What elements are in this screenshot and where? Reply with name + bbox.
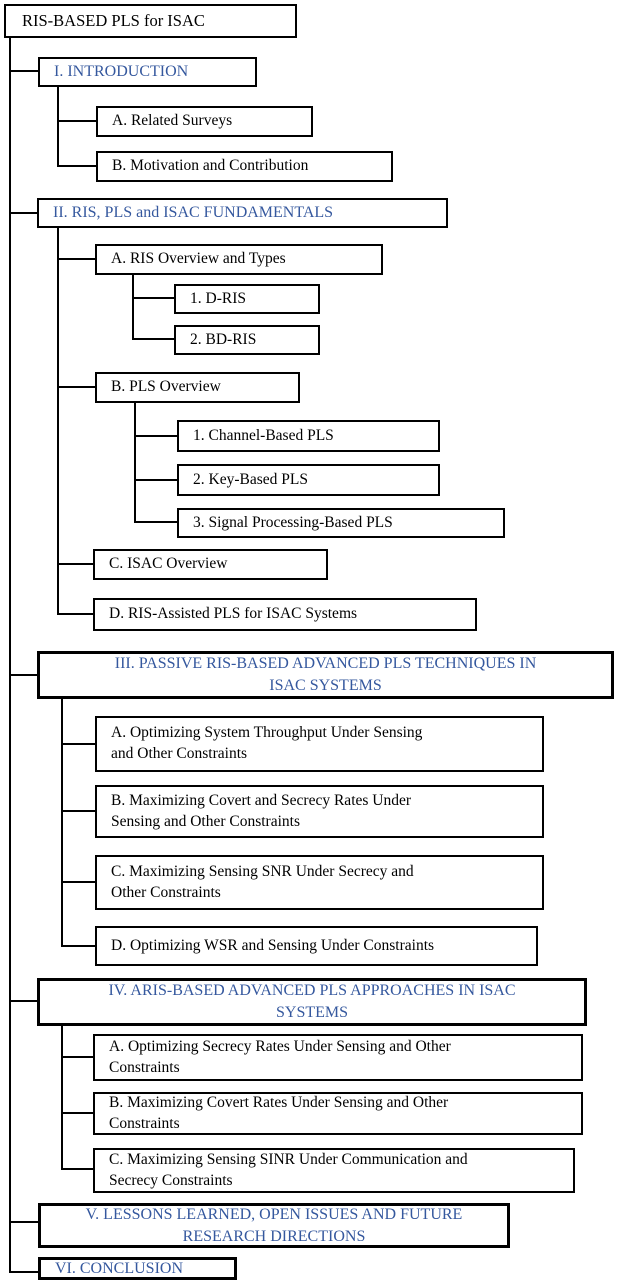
connector-line — [61, 743, 95, 745]
node-ii-fundamentals: II. RIS, PLS and ISAC FUNDAMENTALS — [37, 198, 448, 228]
connector-line — [61, 1112, 93, 1114]
node-label-line: Sensing and Other Constraints — [111, 812, 300, 830]
node-iv-a-secrecy-rates: A. Optimizing Secrecy Rates Under Sensin… — [93, 1034, 583, 1081]
node-i-a-related-surveys: A. Related Surveys — [96, 106, 313, 137]
node-ii-c-isac-overview: C. ISAC Overview — [93, 549, 328, 580]
node-iv-c-sensing-sinr: C. Maximizing Sensing SINR Under Communi… — [93, 1148, 575, 1193]
node-label: C. ISAC Overview — [109, 555, 228, 573]
node-ii-b-2-key-based-pls: 2. Key-Based PLS — [177, 464, 440, 496]
connector-line — [134, 479, 177, 481]
node-label: B. PLS Overview — [111, 378, 221, 396]
connector-line — [134, 435, 177, 437]
node-ii-a-1-d-ris: 1. D-RIS — [174, 284, 320, 314]
node-v-lessons-learned: V. LESSONS LEARNED, OPEN ISSUES AND FUTU… — [38, 1203, 510, 1248]
node-label-line: C. Maximizing Sensing SNR Under Secrecy … — [111, 862, 414, 880]
node-label: A. RIS Overview and Types — [111, 250, 286, 268]
node-iii-d-wsr-sensing: D. Optimizing WSR and Sensing Under Cons… — [95, 926, 538, 966]
node-label: A. Related Surveys — [112, 112, 233, 130]
node-label-line: III. PASSIVE RIS-BASED ADVANCED PLS TECH… — [114, 655, 537, 673]
node-label: D. Optimizing WSR and Sensing Under Cons… — [111, 936, 435, 954]
connector-line — [61, 699, 63, 947]
node-label-line: Constraints — [109, 1114, 180, 1132]
node-ii-b-3-signal-processing-based-pls: 3. Signal Processing-Based PLS — [177, 508, 505, 538]
node-i-b-motivation-contribution: B. Motivation and Contribution — [96, 151, 393, 182]
node-label: RIS-BASED PLS for ISAC — [22, 10, 205, 30]
node-label-line: Secrecy Constraints — [109, 1171, 233, 1189]
node-iii-b-covert-secrecy-rates: B. Maximizing Covert and Secrecy Rates U… — [95, 785, 544, 838]
connector-line — [57, 258, 95, 260]
node-ii-b-pls-overview: B. PLS Overview — [95, 372, 300, 403]
node-label-line: A. Optimizing Secrecy Rates Under Sensin… — [109, 1037, 451, 1055]
connector-line — [57, 165, 96, 167]
node-label-line: V. LESSONS LEARNED, OPEN ISSUES AND FUTU… — [85, 1205, 463, 1223]
connector-line — [57, 87, 59, 167]
node-label: VI. CONCLUSION — [55, 1259, 183, 1277]
node-label-line: RESEARCH DIRECTIONS — [182, 1227, 366, 1245]
node-label-line: Other Constraints — [111, 883, 221, 901]
node-ii-a-ris-overview-types: A. RIS Overview and Types — [95, 244, 383, 275]
node-label: 1. Channel-Based PLS — [193, 426, 334, 444]
connector-line — [9, 70, 38, 72]
connector-line — [9, 1000, 37, 1002]
node-label: I. INTRODUCTION — [54, 63, 189, 81]
connector-line — [134, 403, 136, 523]
connector-line — [61, 1056, 93, 1058]
connector-line — [9, 212, 37, 214]
node-label-line: and Other Constraints — [111, 745, 248, 762]
connector-line — [61, 1026, 63, 1170]
node-iv-b-covert-rates: B. Maximizing Covert Rates Under Sensing… — [93, 1092, 583, 1135]
node-ii-d-ris-assisted-pls-isac: D. RIS-Assisted PLS for ISAC Systems — [93, 598, 477, 631]
node-ii-b-1-channel-based-pls: 1. Channel-Based PLS — [177, 420, 440, 452]
connector-line — [57, 563, 93, 565]
node-iii-passive-ris-pls-techniques: III. PASSIVE RIS-BASED ADVANCED PLS TECH… — [37, 651, 614, 699]
node-label-line: ISAC SYSTEMS — [269, 677, 382, 694]
node-label: II. RIS, PLS and ISAC FUNDAMENTALS — [53, 204, 334, 222]
connector-line — [57, 120, 96, 122]
connector-line — [9, 1271, 38, 1273]
node-label-line: A. Optimizing System Throughput Under Se… — [111, 724, 423, 742]
node-iv-aris-pls-approaches: IV. ARIS-BASED ADVANCED PLS APPROACHES I… — [37, 978, 587, 1026]
node-ii-a-2-bd-ris: 2. BD-RIS — [174, 325, 320, 355]
node-label-line: B. Maximizing Covert Rates Under Sensing… — [109, 1093, 449, 1111]
node-label-line: C. Maximizing Sensing SINR Under Communi… — [109, 1150, 468, 1168]
node-label: 2. Key-Based PLS — [193, 470, 308, 488]
connector-line — [57, 228, 59, 615]
node-label: 3. Signal Processing-Based PLS — [193, 513, 393, 531]
connector-line — [57, 613, 93, 615]
connector-line — [134, 521, 177, 523]
node-iii-a-throughput: A. Optimizing System Throughput Under Se… — [95, 716, 544, 772]
connector-line — [9, 38, 11, 1273]
connector-line — [61, 945, 95, 947]
connector-line — [61, 810, 95, 812]
connector-line — [9, 674, 37, 676]
node-i-introduction: I. INTRODUCTION — [38, 57, 257, 87]
node-label: 2. BD-RIS — [190, 330, 257, 348]
connector-line — [61, 881, 95, 883]
connector-line — [61, 1168, 93, 1170]
node-label: 1. D-RIS — [190, 289, 246, 307]
node-root: RIS-BASED PLS for ISAC — [4, 4, 297, 38]
node-vi-conclusion: VI. CONCLUSION — [38, 1257, 237, 1280]
node-label: D. RIS-Assisted PLS for ISAC Systems — [109, 605, 358, 623]
connector-line — [132, 275, 134, 340]
connector-line — [9, 1221, 38, 1223]
node-label-line: SYSTEMS — [275, 1004, 349, 1021]
connector-line — [57, 386, 95, 388]
node-label-line: Constraints — [109, 1058, 180, 1076]
node-label-line: B. Maximizing Covert and Secrecy Rates U… — [111, 791, 412, 809]
node-iii-c-sensing-snr: C. Maximizing Sensing SNR Under Secrecy … — [95, 855, 544, 910]
node-label: B. Motivation and Contribution — [112, 157, 309, 175]
connector-line — [132, 297, 174, 299]
connector-line — [132, 338, 174, 340]
node-label-line: IV. ARIS-BASED ADVANCED PLS APPROACHES I… — [108, 982, 516, 1000]
